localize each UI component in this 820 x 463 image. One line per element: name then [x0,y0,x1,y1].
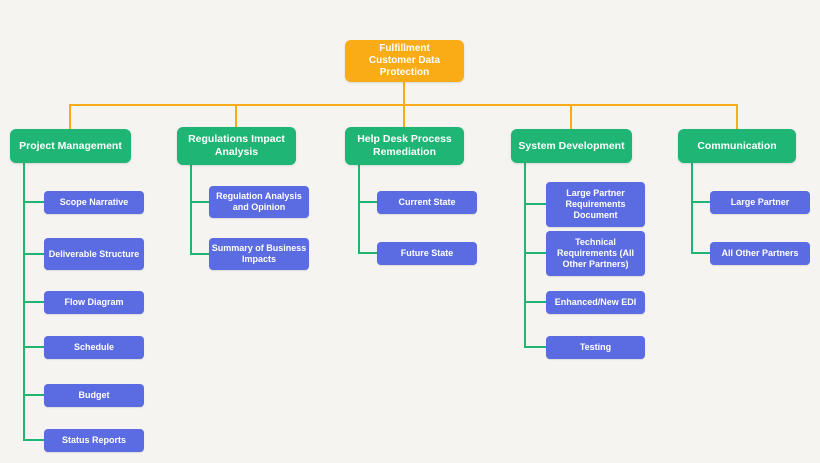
stub-future-state [358,252,377,254]
leaf-node-large-partner-requirements-document: Large Partner Requirements Document [546,182,645,227]
stub-status-reports [23,439,44,441]
leaf-node-all-other-partners: All Other Partners [710,242,810,265]
leaf-node-technical-requirements: Technical Requirements (All Other Partne… [546,231,645,276]
stub-large-partner-req [524,203,546,205]
rail-regulations [190,165,192,255]
root-node: Fulfillment Customer Data Protection [345,40,464,82]
stub-enhanced-edi [524,301,546,303]
leaf-node-regulation-analysis-and-opinion: Regulation Analysis and Opinion [209,186,309,218]
branch-node-help-desk-process-remediation: Help Desk Process Remediation [345,127,464,165]
stub-summary-impacts [190,253,209,255]
stub-flow-diagram [23,301,44,303]
leaf-node-status-reports: Status Reports [44,429,144,452]
stub-testing [524,346,546,348]
branch-drop-system-development [570,104,572,130]
stub-all-other-partners [691,252,710,254]
stub-scope-narrative [23,201,44,203]
leaf-node-flow-diagram: Flow Diagram [44,291,144,314]
stub-large-partner [691,201,710,203]
branch-node-communication: Communication [678,129,796,163]
branch-drop-regulations [235,104,237,128]
rail-help-desk [358,165,360,254]
stub-schedule [23,346,44,348]
leaf-node-budget: Budget [44,384,144,407]
root-connector-stem [403,82,405,105]
stub-regulation-analysis [190,201,209,203]
leaf-node-enhanced-new-edi: Enhanced/New EDI [546,291,645,314]
rail-system-development [524,163,526,348]
branch-drop-communication [736,104,738,130]
branch-drop-project-management [69,104,71,130]
leaf-node-summary-of-business-impacts: Summary of Business Impacts [209,238,309,270]
stub-current-state [358,201,377,203]
leaf-node-deliverable-structure: Deliverable Structure [44,238,144,270]
leaf-node-testing: Testing [546,336,645,359]
stub-budget [23,394,44,396]
stub-technical-req [524,252,546,254]
leaf-node-large-partner: Large Partner [710,191,810,214]
branch-node-project-management: Project Management [10,129,131,163]
branch-drop-help-desk [403,104,405,128]
leaf-node-future-state: Future State [377,242,477,265]
leaf-node-scope-narrative: Scope Narrative [44,191,144,214]
leaf-node-current-state: Current State [377,191,477,214]
leaf-node-schedule: Schedule [44,336,144,359]
stub-deliverable-structure [23,253,44,255]
rail-communication [691,163,693,254]
branch-node-system-development: System Development [511,129,632,163]
branch-node-regulations-impact-analysis: Regulations Impact Analysis [177,127,296,165]
